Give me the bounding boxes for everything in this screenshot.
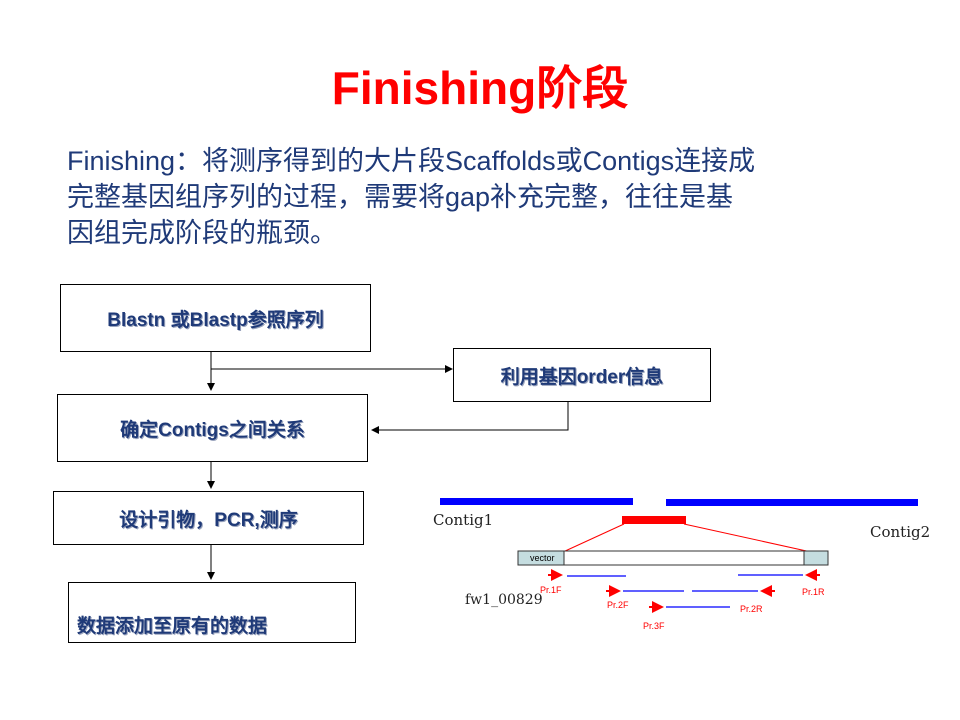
gap-projection-right [683, 523, 812, 553]
contig2-label: Contig2 [870, 523, 930, 541]
connector-side-back [371, 402, 569, 434]
insert-segment [563, 550, 805, 566]
slide-title: Finishing阶段 [331, 62, 629, 114]
description-line: 因组完成阶段的瓶颈。 [67, 218, 337, 248]
flow-step-gene-order: 利用基因order信息 [453, 348, 711, 402]
description-line: Finishing：将测序得到的大片段Scaffolds或Contigs连接成 [67, 146, 756, 176]
description-line: 完整基因组序列的过程，需要将gap补充完整，往往是基 [67, 182, 734, 212]
gap-projection-left [562, 523, 625, 553]
primer-1r-label: Pr.1R [802, 587, 825, 597]
description: Finishing：将测序得到的大片段Scaffolds或Contigs连接成 … [67, 143, 897, 251]
gap-fragment [622, 516, 686, 524]
flow-step-primer-pcr: 设计引物，PCR,测序 [53, 491, 364, 545]
vector-end-segment [803, 550, 829, 566]
primer-3f-label: Pr.3F [643, 621, 665, 631]
contig2-bar [666, 499, 918, 506]
flow-step-blast: Blastn 或Blastp参照序列 [60, 284, 371, 352]
flow-step-add-data: 数据添加至原有的数据 [68, 582, 356, 643]
contig1-label: Contig1 [433, 511, 493, 529]
gap-closure-figure: Contig1 Contig2 vector fw1_00829 Pr.1F P… [433, 498, 930, 631]
contig1-bar [440, 498, 633, 505]
vector-label: vector [530, 553, 555, 563]
primer-1f-label: Pr.1F [540, 585, 562, 595]
flow-step-contig-relation: 确定Contigs之间关系 [57, 394, 368, 462]
primer-2f-label: Pr.2F [607, 600, 629, 610]
primer-2r-label: Pr.2R [740, 604, 763, 614]
clone-id-label: fw1_00829 [465, 592, 543, 608]
